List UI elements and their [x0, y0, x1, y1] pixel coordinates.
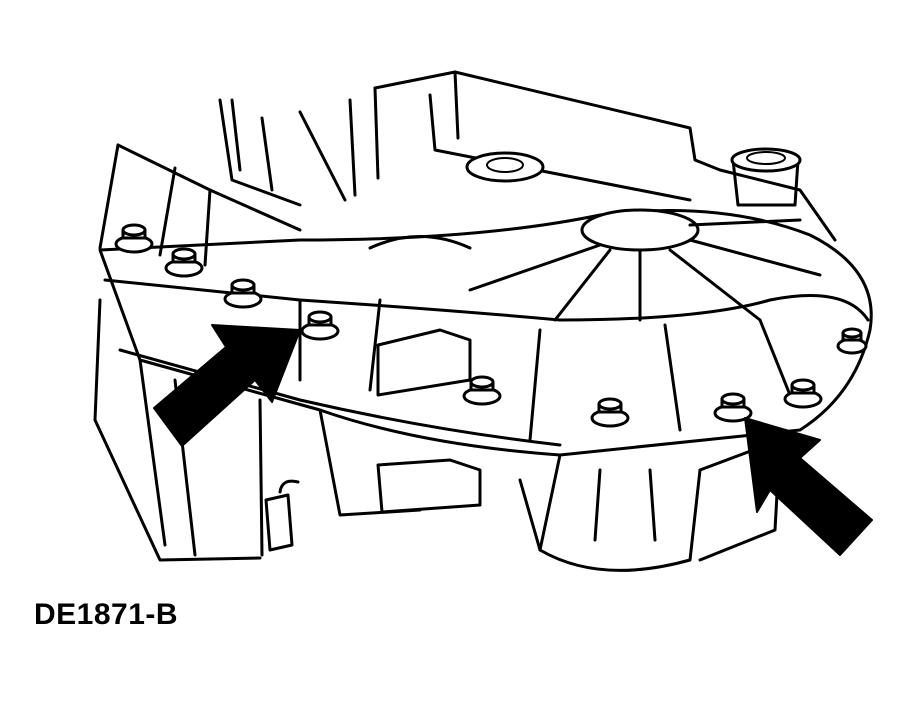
bolt — [164, 247, 204, 278]
bolt — [783, 378, 823, 409]
lower-case — [93, 298, 782, 572]
figure-code-label: DE1871-B — [34, 598, 179, 631]
arrow-pointing-upper-right-icon — [153, 324, 301, 447]
bolt — [836, 327, 868, 355]
arrow-pointing-upper-left-icon — [744, 417, 873, 556]
bolt-indicated-left — [300, 310, 340, 341]
bolt — [114, 223, 154, 254]
main-flange — [98, 208, 873, 514]
bolt — [462, 375, 502, 406]
bolt-indicated-right — [713, 392, 753, 423]
upper-housing — [98, 70, 837, 267]
bolt — [223, 278, 263, 309]
flange-bolts — [114, 223, 868, 428]
bolt — [590, 397, 630, 428]
